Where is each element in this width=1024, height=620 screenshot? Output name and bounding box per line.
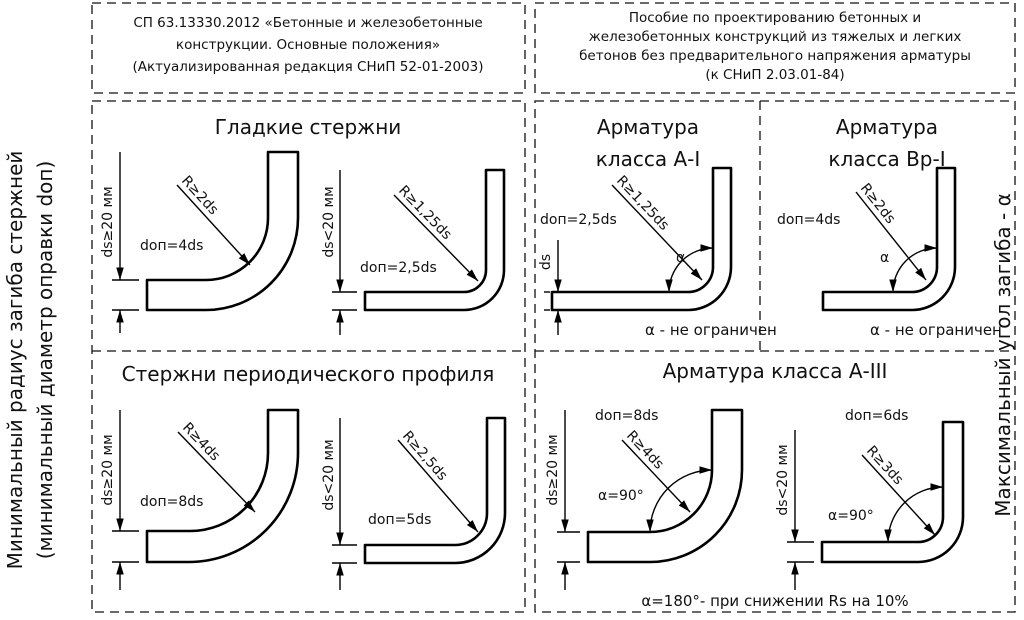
radius-label: R≥4ds [179,420,223,465]
panel-smooth-small: ds<20 мм dоп=2,5ds R≥1,25ds [321,168,506,335]
reference-box-sp63 [91,2,526,94]
panel-periodic-small: ds<20 мм dоп=5ds R≥2,5ds [321,416,507,590]
side-label-right: Максимальный угол загиба - α [991,193,1015,517]
angle-label: α=90° [828,508,874,524]
diameter-label: ds≥20 мм [545,434,561,505]
mandrel-diameter-label: dоп=4ds [140,238,203,254]
rebar-bend [145,408,300,564]
bend-angle-arc [889,244,938,293]
bend-angle-arc [665,244,714,293]
radius-label: R≥3ds [863,443,906,488]
mandrel-diameter-label: dоп=6ds [845,408,908,424]
radius-label: R≥1,25ds [613,173,672,234]
reference-text: СП 63.13330.2012 «Бетонные и железобетон… [133,15,482,31]
radius-leader [177,431,256,513]
rebar-bend [363,416,507,565]
panel-periodic-large: ds≥20 мм dоп=8ds R≥4ds [100,408,300,590]
diameter-label: ds<20 мм [775,444,791,515]
angle-label: α [676,250,685,266]
radius-leader [176,184,251,266]
radius-leader [397,439,479,533]
diameter-label: ds [538,254,554,270]
radius-leader [393,194,479,282]
rebar-bend [363,168,506,312]
section-title: Арматура класса А-III [663,359,888,383]
diameter-label: ds≥20 мм [100,186,116,257]
section-title: Гладкие стержни [215,115,402,139]
mandrel-diameter-label: dоп=2,5ds [540,212,617,228]
diameter-label: ds≥20 мм [100,434,116,505]
reference-box-posobie [534,2,1016,94]
reference-text: бетонов без предварительного напряжения … [579,48,971,64]
a3-note: α=180°- при снижении Rs на 10% [641,592,908,610]
diameter-label: ds<20 мм [321,186,337,257]
reference-text: железобетонных конструкций из тяжелых и … [589,29,962,45]
radius-leader [855,191,927,281]
radius-label: R≥2,5ds [399,428,450,484]
bend-angle-arc [646,466,713,533]
angle-label: α=90° [598,488,644,504]
bend-angle-arc [884,483,944,543]
section-title: класса Вр-I [828,147,945,171]
rebar-bend [820,420,965,564]
mandrel-diameter-label: dоп=5ds [368,512,431,528]
angle-note: α - не ограничен [870,321,1002,339]
mandrel-diameter-label: dоп=8ds [140,494,203,510]
section-title: Арматура [836,115,938,139]
diameter-label: ds<20 мм [321,439,337,510]
mandrel-diameter-label: dоп=4ds [777,212,840,228]
reference-text: (к СНиП 2.03.01-84) [705,67,844,83]
mandrel-diameter-label: dоп=2,5ds [360,260,437,276]
panel-left [91,100,526,613]
radius-label: R≥4ds [623,428,667,473]
section-title: Арматура [597,115,699,139]
radius-label: R≥1,25ds [395,183,455,243]
mandrel-diameter-label: dоп=8ds [595,408,658,424]
side-label-left: Минимальный радиус загиба стержней [3,151,27,570]
rebar-bend [145,150,300,312]
section-title: класса А-I [596,147,701,171]
panel-smooth-large: ds≥20 мм dоп=4ds R≥2ds [100,150,300,333]
reference-text: Пособие по проектированию бетонных и [629,10,921,26]
side-label-left: (минимальный диаметр оправки dоп) [33,161,57,560]
panel-right [534,100,1016,613]
section-title: Стержни периодического профиля [122,362,495,386]
angle-label: α [880,250,889,266]
reference-text: (Актуализированная редакция СНиП 52-01-2… [132,59,483,75]
rebar-bend [821,166,957,312]
radius-leader [611,184,703,281]
angle-note: α - не ограничен [645,321,777,339]
reference-text: конструкции. Основные положения» [176,37,440,53]
radius-label: R≥2ds [178,173,221,218]
